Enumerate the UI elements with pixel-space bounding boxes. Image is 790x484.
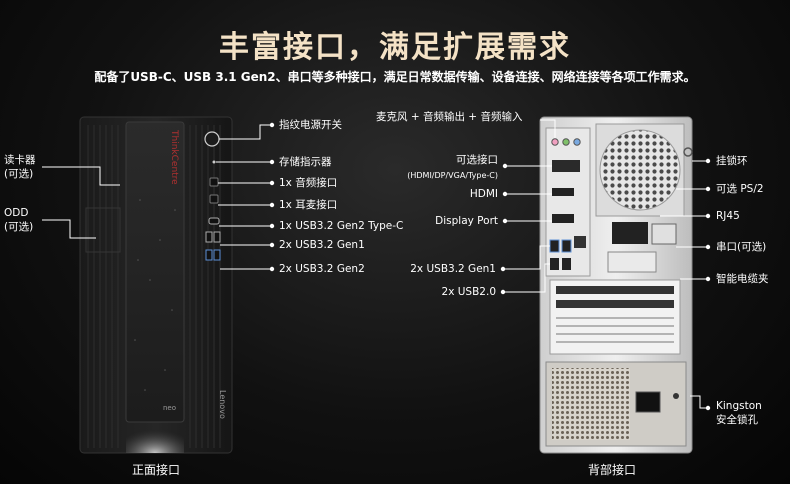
rear-label-security-slot: 安全锁孔 [716,414,758,426]
page-subtitle: 配备了USB-C、USB 3.1 Gen2、串口等多种接口，满足日常数据传输、设… [94,70,696,84]
page-title: 丰富接口，满足扩展需求 [219,30,571,65]
front-label-usb-typec: 1x USB3.2 Gen2 Type-C [279,220,404,232]
rear-caption: 背部接口 [588,463,637,477]
front-callout-dots [269,122,275,272]
rear-label-usb32-gen1: 2x USB3.2 Gen1 [410,263,496,275]
front-label-odd: ODD [4,207,29,219]
front-caption: 正面接口 [132,463,181,477]
front-right-callouts [216,124,272,270]
rear-left-callouts [503,119,556,293]
rear-label-optional-port-types: (HDMI/DP/VGA/Type-C) [407,171,498,180]
rear-left-dots [500,163,508,295]
rear-label-displayport: Display Port [435,215,498,227]
front-label-card-reader: 读卡器 [4,154,36,166]
rear-label-mic-audio: 麦克风 + 音频输出 + 音频输入 [376,111,523,123]
front-label-audio-jack: 1x 音频接口 [279,177,338,189]
rear-label-hdmi: HDMI [469,188,498,200]
rear-label-optional-port: 可选接口 [456,154,498,166]
front-label-usb-gen2: 2x USB3.2 Gen2 [279,263,365,275]
rear-label-serial: 串口(可选) [716,241,767,253]
rear-right-callouts [660,160,708,409]
rear-label-kingston: Kingston [716,400,762,412]
front-label-fingerprint-power: 指纹电源开关 [279,119,342,131]
front-label-card-reader-optional: (可选) [4,168,34,180]
front-label-usb-gen1: 2x USB3.2 Gen1 [279,239,365,251]
front-tower [79,116,233,454]
rear-right-dots [705,158,711,411]
front-label-odd-optional: (可选) [4,221,34,233]
rear-tower [539,116,693,454]
rear-label-cable-clip: 智能电缆夹 [716,273,769,285]
rear-label-lock-ring: 挂锁环 [716,155,748,167]
front-label-headset-jack: 1x 耳麦接口 [279,199,338,211]
front-brand-text: ThinkCentre [169,129,179,185]
front-brand-bottom: Lenovo [218,390,227,419]
rear-label-rj45: RJ45 [716,210,740,222]
front-left-callouts [42,166,120,239]
front-label-storage-indicator: 存储指示器 [279,156,332,168]
rear-label-usb20: 2x USB2.0 [441,286,496,298]
rear-label-ps2: 可选 PS/2 [716,183,764,195]
front-model-badge: neo [163,404,176,412]
